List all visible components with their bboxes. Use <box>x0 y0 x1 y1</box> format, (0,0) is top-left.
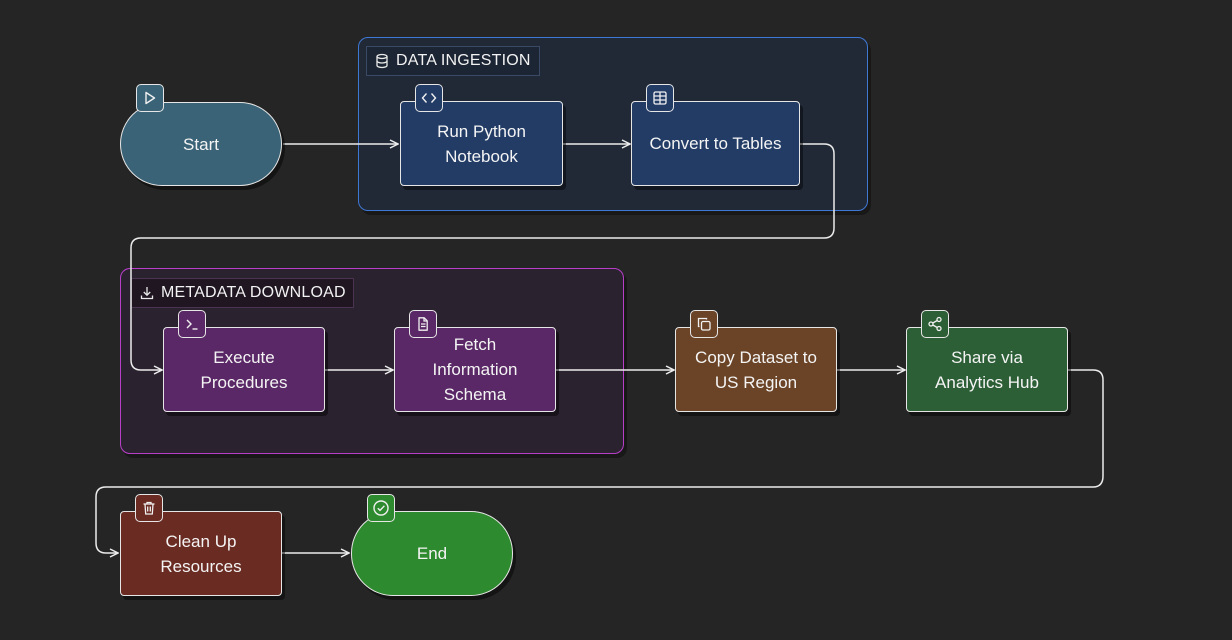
copy-icon <box>690 310 718 338</box>
document-icon <box>409 310 437 338</box>
code-icon <box>415 84 443 112</box>
node-share-analytics-hub[interactable]: Share via Analytics Hub <box>906 327 1068 412</box>
node-label: Fetch Information Schema <box>432 335 518 404</box>
node-end[interactable]: End <box>351 511 513 596</box>
download-icon <box>140 287 154 300</box>
node-label: Share via Analytics Hub <box>935 347 1039 392</box>
play-icon <box>136 84 164 112</box>
table-icon <box>646 84 674 112</box>
group-title: DATA INGESTION <box>396 52 531 69</box>
database-icon <box>376 53 388 69</box>
group-label-data-ingestion: DATA INGESTION <box>366 46 540 76</box>
node-label: Clean Up Resources <box>160 531 242 576</box>
node-label: End <box>416 544 448 563</box>
node-copy-dataset[interactable]: Copy Dataset to US Region <box>675 327 837 412</box>
node-label: Run Python Notebook <box>437 121 526 166</box>
node-execute-procedures[interactable]: Execute Procedures <box>163 327 325 412</box>
share-icon <box>921 310 949 338</box>
group-title: METADATA DOWNLOAD <box>161 284 346 301</box>
terminal-icon <box>178 310 206 338</box>
node-label: Start <box>183 134 219 154</box>
node-label: Copy Dataset to US Region <box>695 347 817 392</box>
trash-icon <box>135 494 163 522</box>
node-start[interactable]: Start <box>120 102 282 186</box>
group-label-metadata-download: METADATA DOWNLOAD <box>131 278 354 308</box>
node-label: Convert to Tables <box>649 134 782 153</box>
node-fetch-information-schema[interactable]: Fetch Information Schema <box>394 327 556 412</box>
node-convert-to-tables[interactable]: Convert to Tables <box>631 101 800 186</box>
check-circle-icon <box>367 494 395 522</box>
node-label: Execute Procedures <box>200 347 288 392</box>
node-run-python-notebook[interactable]: Run Python Notebook <box>400 101 563 186</box>
node-clean-up-resources[interactable]: Clean Up Resources <box>120 511 282 596</box>
